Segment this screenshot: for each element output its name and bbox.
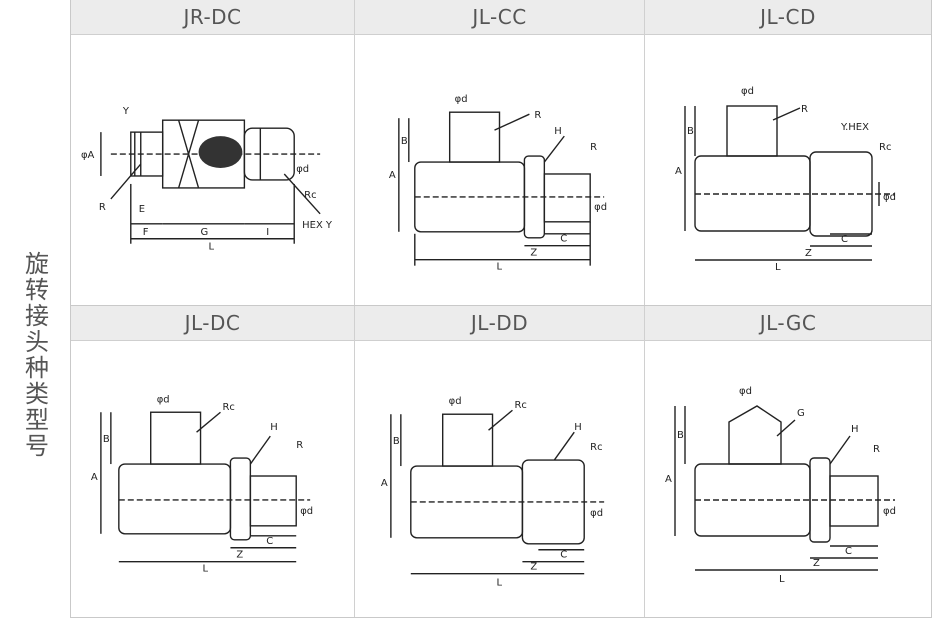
label-y: Y bbox=[122, 106, 130, 117]
label-rc1: Rc bbox=[514, 400, 526, 411]
label-c: C bbox=[845, 546, 852, 557]
cell-title: JL-CC bbox=[355, 0, 644, 35]
label-l: L bbox=[775, 262, 781, 273]
label-phid1: φd bbox=[157, 394, 170, 405]
jl-dd-drawing: φd Rc H Rc B A φd C Z L bbox=[381, 396, 605, 589]
label-e: E bbox=[139, 204, 145, 215]
cell-title: JL-CD bbox=[645, 0, 931, 35]
label-b: B bbox=[677, 430, 684, 441]
cell-jl-cc: JL-CC φd R H R B bbox=[355, 0, 645, 305]
label-phid2: φd bbox=[883, 192, 896, 203]
jl-cc-drawing: φd R H R B A φd C Z L bbox=[389, 94, 607, 273]
label-r: R bbox=[296, 440, 303, 451]
label-l: L bbox=[203, 564, 209, 575]
diagram-jr-dc: Y φA R E F G I L Rc HEX Y φd bbox=[71, 34, 354, 305]
label-b: B bbox=[103, 434, 110, 445]
label-a: A bbox=[389, 170, 396, 181]
label-phid1: φd bbox=[455, 94, 468, 105]
label-rc2: Rc bbox=[590, 442, 602, 453]
label-c: C bbox=[560, 550, 567, 561]
cell-title: JR-DC bbox=[71, 0, 354, 35]
label-rc: Rc bbox=[222, 402, 234, 413]
label-rc: Rc bbox=[304, 190, 316, 201]
label-phid1: φd bbox=[449, 396, 462, 407]
diagram-jl-gc: φd G H R B A φd C Z L bbox=[645, 340, 931, 617]
cell-jl-dd: JL-DD φd Rc H Rc B A φd bbox=[355, 306, 645, 617]
label-l: L bbox=[779, 574, 785, 585]
side-label-text: 旋转接头种类型号 bbox=[20, 250, 49, 459]
row-separator bbox=[71, 305, 931, 306]
jr-dc-drawing: Y φA R E F G I L Rc HEX Y φd bbox=[81, 106, 333, 253]
label-phid1: φd bbox=[739, 386, 752, 397]
side-label: 旋转接头种类型号 bbox=[0, 0, 70, 619]
label-yhex: Y.HEX bbox=[840, 122, 869, 133]
label-z: Z bbox=[236, 550, 243, 561]
label-c: C bbox=[266, 536, 273, 547]
label-b: B bbox=[687, 126, 694, 137]
label-phiA: φA bbox=[81, 150, 95, 161]
label-phid2: φd bbox=[590, 508, 603, 519]
cell-title: JL-DC bbox=[71, 306, 354, 341]
cell-title: JL-DD bbox=[355, 306, 644, 341]
diagram-jl-dc: φd Rc H R B A φd C Z L bbox=[71, 340, 354, 617]
label-hexy: HEX Y bbox=[302, 220, 333, 231]
label-phid2: φd bbox=[883, 506, 896, 517]
label-phid1: φd bbox=[741, 86, 754, 97]
label-phid2: φd bbox=[300, 506, 313, 517]
label-r2: R bbox=[590, 142, 597, 153]
cell-jr-dc: JR-DC bbox=[71, 0, 355, 305]
label-h: H bbox=[574, 422, 581, 433]
label-c: C bbox=[841, 234, 848, 245]
label-f: F bbox=[143, 227, 149, 238]
jl-dc-drawing: φd Rc H R B A φd C Z L bbox=[91, 394, 313, 575]
label-r: R bbox=[873, 444, 880, 455]
label-z: Z bbox=[805, 248, 812, 259]
cell-jl-gc: JL-GC φd G H R B A bbox=[645, 306, 931, 617]
cell-jl-cd: JL-CD φd R Y.HEX Rc B A bbox=[645, 0, 931, 305]
label-l: L bbox=[209, 242, 215, 253]
label-a: A bbox=[675, 166, 682, 177]
label-a: A bbox=[91, 472, 98, 483]
label-l: L bbox=[497, 262, 503, 273]
label-b: B bbox=[393, 436, 400, 447]
label-h: H bbox=[270, 422, 277, 433]
label-h: H bbox=[851, 424, 859, 435]
label-a: A bbox=[381, 478, 388, 489]
product-grid: JR-DC bbox=[70, 0, 932, 618]
label-z: Z bbox=[530, 248, 537, 259]
label-phid: φd bbox=[296, 164, 309, 175]
label-h: H bbox=[554, 126, 561, 137]
label-phid2: φd bbox=[594, 202, 607, 213]
label-a: A bbox=[665, 474, 672, 485]
label-l: L bbox=[497, 578, 503, 589]
label-g: G bbox=[797, 408, 805, 419]
jl-cd-drawing: φd R Y.HEX Rc B A φd C Z L bbox=[675, 86, 896, 273]
label-i: I bbox=[266, 227, 269, 238]
label-r1: R bbox=[534, 110, 541, 121]
cell-jl-dc: JL-DC φd Rc H R B A bbox=[71, 306, 355, 617]
label-z: Z bbox=[530, 562, 537, 573]
diagram-jl-cd: φd R Y.HEX Rc B A φd C Z L bbox=[645, 34, 931, 305]
label-r: R bbox=[99, 202, 106, 213]
label-z: Z bbox=[813, 558, 820, 569]
cell-title: JL-GC bbox=[645, 306, 931, 341]
label-r1: R bbox=[801, 104, 808, 115]
diagram-jl-cc: φd R H R B A φd C Z L bbox=[355, 34, 644, 305]
label-b: B bbox=[401, 136, 408, 147]
label-c: C bbox=[560, 234, 567, 245]
label-rc: Rc bbox=[879, 142, 891, 153]
label-g: G bbox=[201, 227, 209, 238]
diagram-jl-dd: φd Rc H Rc B A φd C Z L bbox=[355, 340, 644, 617]
jl-gc-drawing: φd G H R B A φd C Z L bbox=[665, 386, 896, 585]
